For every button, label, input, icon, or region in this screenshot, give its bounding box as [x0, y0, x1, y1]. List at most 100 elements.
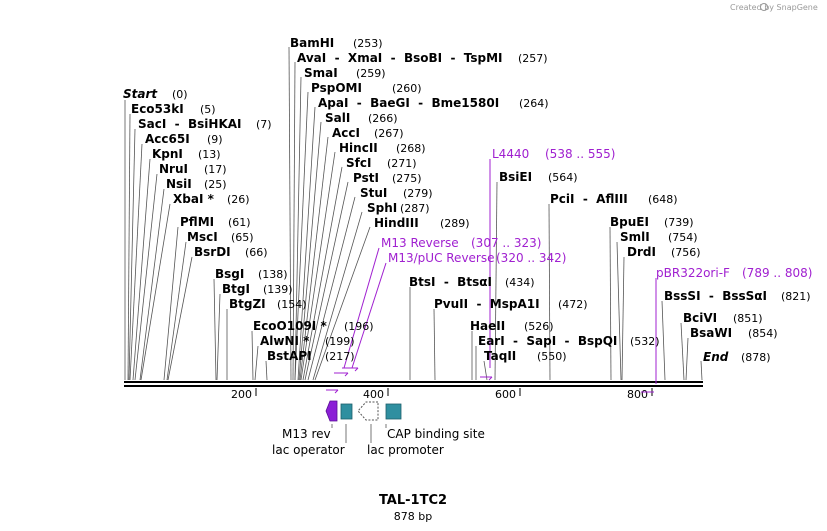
enzyme-position: (154): [277, 298, 307, 311]
ruler-tick-label: 800: [627, 388, 648, 401]
lac-promoter-feature-icon[interactable]: [357, 401, 379, 421]
enzyme-position: (275): [392, 172, 422, 185]
enzyme-label[interactable]: ApaI - BaeGI - Bme1580I: [318, 96, 499, 110]
enzyme-position: (138): [258, 268, 288, 281]
enzyme-label[interactable]: PspOMI: [311, 81, 362, 95]
enzyme-label[interactable]: PstI: [353, 171, 379, 185]
primer-connectors: [326, 159, 657, 394]
primer-range: (320 .. 342): [496, 251, 566, 265]
end-position: (878): [741, 351, 771, 364]
enzyme-position: (264): [519, 97, 549, 110]
enzyme-label[interactable]: BstAPI: [267, 349, 312, 363]
enzyme-position: (564): [548, 171, 578, 184]
enzyme-label[interactable]: BtsI - BtsαI: [409, 275, 492, 289]
ruler-tick-label: 200: [231, 388, 252, 401]
enzyme-position: (260): [392, 82, 422, 95]
enzyme-label[interactable]: BssSI - BssSαI: [664, 289, 767, 303]
enzyme-label[interactable]: NsiI: [166, 177, 192, 191]
enzyme-label[interactable]: KpnI: [152, 147, 183, 161]
enzyme-label[interactable]: BsrDI: [194, 245, 231, 259]
enzyme-position: (287): [400, 202, 430, 215]
enzyme-position: (754): [668, 231, 698, 244]
enzyme-position: (5): [200, 103, 216, 116]
feature-label-m13-rev: M13 rev: [282, 427, 331, 441]
ruler-tick-label: 400: [363, 388, 384, 401]
enzyme-label[interactable]: BtgI: [222, 282, 250, 296]
start-label: Start: [123, 87, 158, 101]
plasmid-length: 878 bp: [394, 510, 432, 523]
enzyme-label[interactable]: Eco53kI: [131, 102, 184, 116]
enzyme-label[interactable]: PciI - AflIII: [550, 192, 628, 206]
enzyme-position: (550): [537, 350, 567, 363]
enzyme-label[interactable]: SphI: [367, 201, 397, 215]
snapgene-logo-icon: [760, 3, 768, 11]
enzyme-label[interactable]: XbaI *: [173, 192, 215, 206]
enzyme-label[interactable]: TaqII: [484, 349, 516, 363]
enzyme-position: (61): [228, 216, 251, 229]
enzyme-label[interactable]: BpuEI: [610, 215, 649, 229]
enzyme-site-connectors: [124, 46, 703, 381]
enzyme-position: (472): [558, 298, 588, 311]
enzyme-label[interactable]: SalI: [325, 111, 350, 125]
enzyme-label[interactable]: MscI: [187, 230, 218, 244]
primer-range: (789 .. 808): [742, 266, 812, 280]
enzyme-label[interactable]: BsgI: [215, 267, 244, 281]
plasmid-name: TAL-1TC2: [379, 493, 447, 508]
enzyme-label[interactable]: SacI - BsiHKAI: [138, 117, 242, 131]
enzyme-position: (526): [524, 320, 554, 333]
enzyme-position: (257): [518, 52, 548, 65]
start-text: Start: [123, 87, 158, 101]
enzyme-label[interactable]: HincII: [339, 141, 378, 155]
lac-operator-feature-icon[interactable]: [340, 403, 353, 420]
enzyme-label[interactable]: HaeII: [470, 319, 505, 333]
enzyme-position: (532): [630, 335, 660, 348]
enzyme-label[interactable]: EcoO109I *: [253, 319, 327, 333]
enzyme-position: (26): [227, 193, 250, 206]
end-label: End: [703, 350, 729, 364]
primer-labels: L4440(538 .. 555)M13 Reverse(307 .. 323)…: [381, 147, 812, 280]
feature-label-lac-promoter: lac promoter: [367, 443, 444, 457]
enzyme-position: (821): [781, 290, 811, 303]
enzyme-label[interactable]: StuI: [360, 186, 387, 200]
enzyme-label[interactable]: Acc65I: [145, 132, 190, 146]
enzyme-label[interactable]: AvaI - XmaI - BsoBI - TspMI: [297, 51, 503, 65]
primer-label[interactable]: L4440: [492, 147, 529, 161]
enzyme-position: (217): [325, 350, 355, 363]
feature-label-lac-operator: lac operator: [272, 443, 345, 457]
enzyme-label[interactable]: PvuII - MspA1I: [434, 297, 540, 311]
enzyme-position: (854): [748, 327, 778, 340]
enzyme-label[interactable]: EarI - SapI - BspQI: [478, 334, 617, 348]
enzyme-position: (271): [387, 157, 417, 170]
m13-rev-feature-icon[interactable]: [325, 400, 338, 422]
cap-binding-site-feature-icon[interactable]: [385, 403, 402, 420]
enzyme-position: (268): [396, 142, 426, 155]
primer-range: (307 .. 323): [471, 236, 541, 250]
enzyme-label[interactable]: SmlI: [620, 230, 650, 244]
enzyme-label[interactable]: BsaWI: [690, 326, 732, 340]
enzyme-label[interactable]: DrdI: [627, 245, 656, 259]
enzyme-label[interactable]: PflMI: [180, 215, 214, 229]
enzyme-label[interactable]: HindIII: [374, 216, 419, 230]
enzyme-position: (139): [263, 283, 293, 296]
enzyme-position: (289): [440, 217, 470, 230]
enzyme-label[interactable]: NruI: [159, 162, 188, 176]
enzyme-position: (65): [231, 231, 254, 244]
enzyme-label[interactable]: BsiEI: [499, 170, 532, 184]
enzyme-label[interactable]: BtgZI: [229, 297, 266, 311]
enzyme-label[interactable]: BciVI: [683, 311, 717, 325]
ruler-tick-label: 600: [495, 388, 516, 401]
enzyme-label[interactable]: SmaI: [304, 66, 338, 80]
feature-track: M13 rev lac operator lac promoter CAP bi…: [272, 400, 485, 457]
enzyme-label[interactable]: AccI: [332, 126, 360, 140]
primer-label[interactable]: M13 Reverse: [381, 236, 459, 250]
enzyme-label[interactable]: BamHI: [290, 36, 334, 50]
primer-label[interactable]: M13/pUC Reverse: [388, 251, 495, 265]
enzyme-position: (13): [198, 148, 221, 161]
enzyme-labels: BamHI(253)AvaI - XmaI - BsoBI - TspMI(25…: [131, 36, 811, 363]
primer-label[interactable]: pBR322ori-F: [656, 266, 730, 280]
enzyme-label[interactable]: AlwNI *: [260, 334, 310, 348]
enzyme-label[interactable]: SfcI: [346, 156, 371, 170]
enzyme-position: (739): [664, 216, 694, 229]
